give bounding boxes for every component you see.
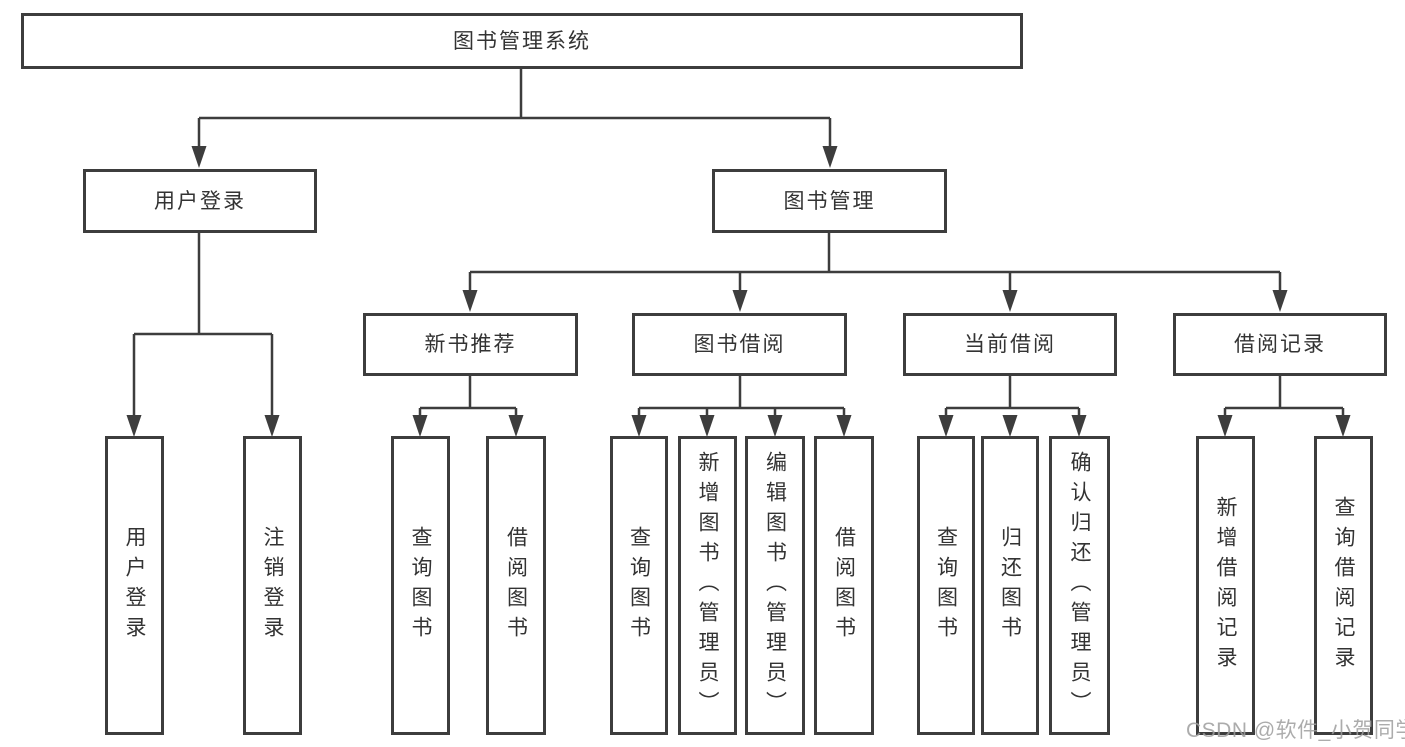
leaf-logout: 注销登录: [243, 436, 302, 735]
leaf-borrow-book-borrow: 借阅图书: [814, 436, 874, 735]
leaf-borrow-book-borrow-label: 借阅图书: [832, 525, 856, 646]
leaf-logout-label: 注销登录: [261, 525, 284, 646]
leaf-user-login-label: 用户登录: [123, 525, 146, 646]
connector-lines: [132, 69, 1345, 416]
node-book-borrow-label: 图书借阅: [693, 333, 786, 356]
leaf-confirm-return-label: 确认归还（管理员）: [1068, 450, 1091, 721]
node-new-book-rec-label: 新书推荐: [424, 333, 517, 356]
leaf-confirm-return: 确认归还（管理员）: [1049, 436, 1110, 735]
leaf-user-login: 用户登录: [105, 436, 164, 735]
leaf-query-borrow-record: 查询借阅记录: [1314, 436, 1373, 735]
node-current-borrow-label: 当前借阅: [964, 333, 1056, 356]
leaf-query-book-current: 查询图书: [917, 436, 975, 735]
leaf-query-book-current-label: 查询图书: [934, 525, 958, 646]
node-book-mgmt: 图书管理: [712, 169, 947, 233]
leaf-edit-book: 编辑图书（管理员）: [745, 436, 805, 735]
node-book-mgmt-label: 图书管理: [783, 189, 876, 213]
leaf-query-borrow-record-label: 查询借阅记录: [1332, 495, 1355, 676]
watermark: CSDN @软件_小贺同学: [1186, 719, 1405, 742]
leaf-return-book: 归还图书: [981, 436, 1039, 735]
node-root: 图书管理系统: [21, 13, 1023, 69]
node-book-borrow: 图书借阅: [632, 313, 847, 376]
node-root-label: 图书管理系统: [453, 29, 591, 53]
node-user-login-label: 用户登录: [154, 189, 246, 213]
leaf-query-book-borrow-label: 查询图书: [627, 525, 651, 646]
leaf-edit-book-label: 编辑图书（管理员）: [763, 450, 787, 721]
leaf-borrow-book-rec: 借阅图书: [486, 436, 546, 735]
leaf-add-book-label: 新增图书（管理员）: [696, 450, 719, 721]
node-user-login: 用户登录: [83, 169, 317, 233]
leaf-add-book: 新增图书（管理员）: [678, 436, 737, 735]
leaf-borrow-book-rec-label: 借阅图书: [504, 525, 528, 646]
leaf-return-book-label: 归还图书: [998, 525, 1022, 646]
leaf-query-book-borrow: 查询图书: [610, 436, 668, 735]
node-current-borrow: 当前借阅: [903, 313, 1117, 376]
leaf-add-borrow-record: 新增借阅记录: [1196, 436, 1255, 735]
node-new-book-rec: 新书推荐: [363, 313, 578, 376]
node-borrow-record: 借阅记录: [1173, 313, 1387, 376]
leaf-add-borrow-record-label: 新增借阅记录: [1214, 495, 1237, 676]
leaf-query-book-rec: 查询图书: [391, 436, 450, 735]
node-borrow-record-label: 借阅记录: [1234, 333, 1326, 356]
leaf-query-book-rec-label: 查询图书: [409, 525, 432, 646]
arrowheads: [126, 146, 1351, 437]
